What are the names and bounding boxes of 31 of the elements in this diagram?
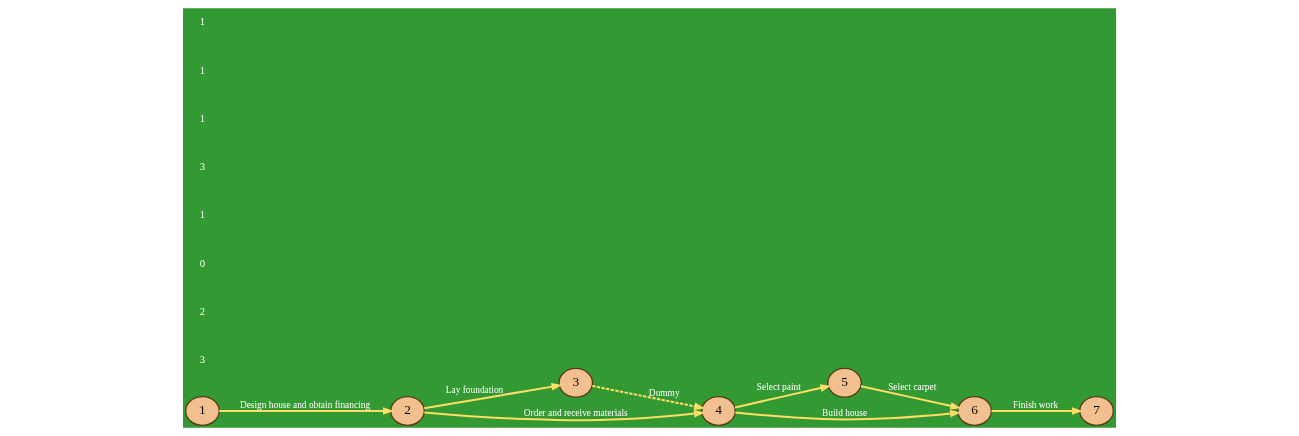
label: 3 bbox=[199, 160, 206, 173]
arrow bbox=[424, 383, 563, 410]
edge-label: Dummy bbox=[648, 387, 680, 398]
label: 1 bbox=[199, 63, 206, 76]
arrow bbox=[734, 384, 832, 409]
node-ellipse: 6 bbox=[957, 395, 992, 426]
arrow bbox=[424, 409, 705, 422]
edge-label: Select carpet bbox=[888, 382, 937, 393]
edge-label: Design house and obtain financing bbox=[239, 400, 371, 411]
edge-label: Finish work bbox=[1013, 400, 1059, 411]
node-ellipse: 2 bbox=[390, 395, 425, 426]
label: 3 bbox=[199, 353, 206, 366]
node-ellipse: 5 bbox=[827, 367, 862, 398]
edge-label: Order and receive materials bbox=[523, 408, 628, 419]
arrow bbox=[219, 407, 394, 415]
label: 2 bbox=[199, 304, 206, 317]
label: 1 bbox=[199, 111, 206, 124]
arrow bbox=[735, 409, 961, 421]
node-ellipse: 3 bbox=[558, 367, 594, 398]
label: 0 bbox=[199, 256, 206, 269]
arrow bbox=[991, 407, 1083, 415]
label: 1 bbox=[199, 208, 206, 221]
label: 1 bbox=[199, 15, 206, 28]
arrow bbox=[592, 385, 705, 410]
edge-label: Select paint bbox=[756, 382, 801, 393]
node-ellipse: 4 bbox=[701, 395, 736, 426]
node-ellipse: 7 bbox=[1079, 395, 1114, 426]
arrow bbox=[860, 385, 962, 410]
edge-label: Build house bbox=[822, 408, 868, 419]
edge-label: Lay foundation bbox=[445, 385, 504, 395]
node-ellipse: 1 bbox=[185, 395, 220, 426]
